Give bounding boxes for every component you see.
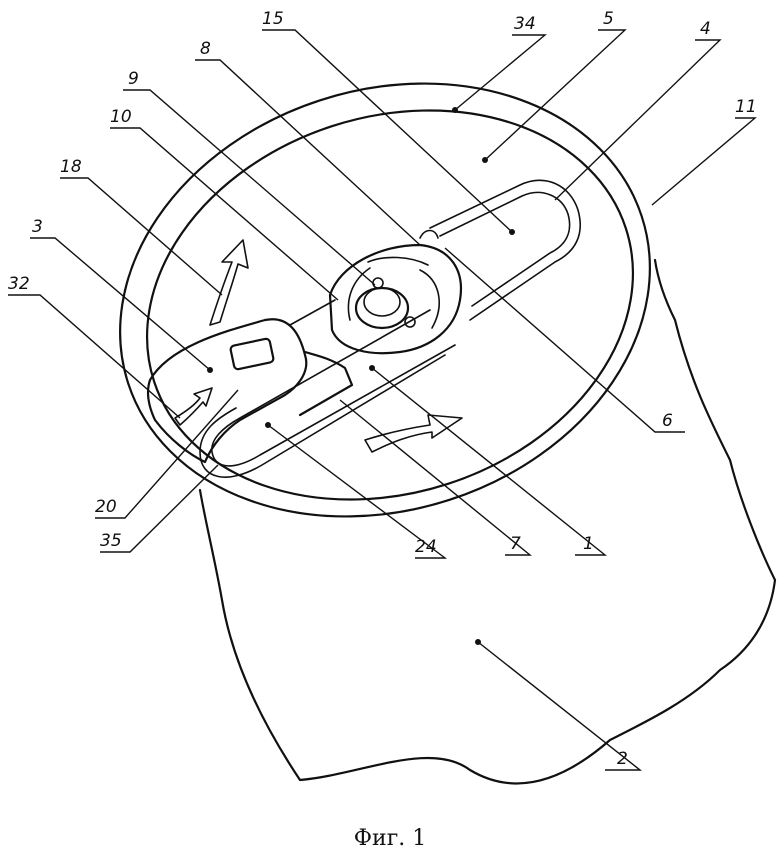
lever-window [229,337,275,371]
label-5: 5 [603,9,614,29]
label-35: 35 [100,531,122,551]
container-body [198,258,777,785]
label-18: 18 [60,157,82,177]
lid-inner-panel [145,109,635,501]
label-7: 7 [510,534,521,554]
label-34: 34 [514,14,536,34]
lever-hook [298,350,354,417]
arc-slot-left [347,267,371,321]
label-4: 4 [700,19,711,39]
label-1: 1 [583,534,594,554]
rivet-top [363,287,401,317]
lid-outer-rim [119,82,651,518]
central-tab [328,243,463,355]
rivet-pin-2 [404,316,416,328]
lever-link [289,299,336,326]
label-15: 15 [262,9,284,29]
label-11: 11 [735,97,757,117]
label-20: 20 [95,497,117,517]
main-channel [211,309,456,467]
flap-tip [419,229,439,239]
main-channel-inner [199,354,446,478]
label-32: 32 [8,274,30,294]
arc-slot-top [367,256,429,266]
score-channel-inner [439,191,571,307]
label-9: 9 [128,69,139,89]
label-2: 2 [617,749,628,769]
rivet-pin-1 [372,277,384,289]
pull-lever [146,318,308,464]
label-6: 6 [662,411,673,431]
figure-caption: Фиг. 1 [354,826,426,851]
label-3: 3 [32,217,43,237]
score-channel [429,179,582,321]
direction-arrow-right [364,414,463,453]
label-24: 24 [415,537,437,557]
small-arrow-left [174,387,213,426]
arc-slot-right [419,269,440,329]
rotation-arrow-up [209,239,249,326]
label-8: 8 [200,39,211,59]
leader-lines [8,29,757,771]
label-10: 10 [110,107,132,127]
rivet [354,286,410,330]
